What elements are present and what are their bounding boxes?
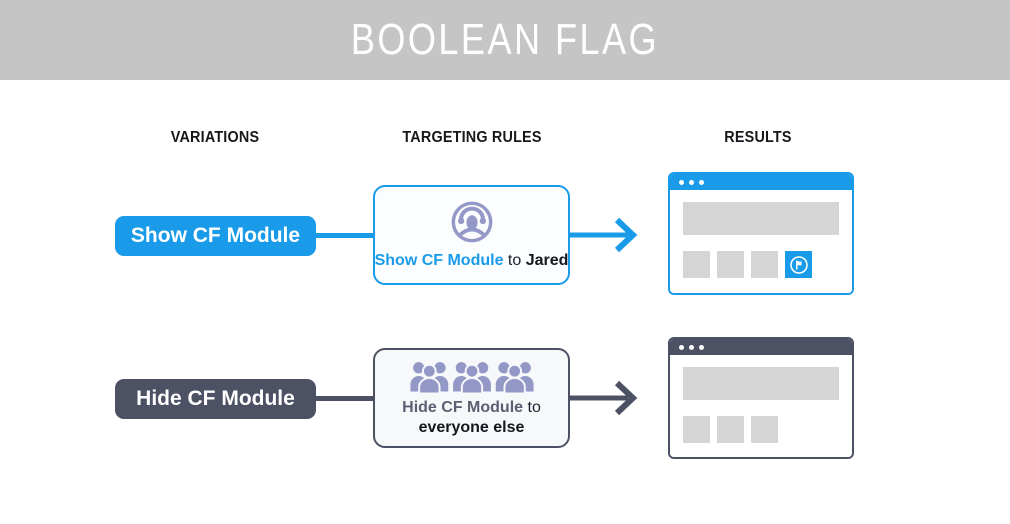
content-tile-placeholder	[717, 416, 744, 443]
result-browser-window-hide	[668, 337, 854, 459]
variation-pill-hide-cf-module: Hide CF Module	[115, 379, 316, 419]
content-tile-placeholder	[683, 251, 710, 278]
arrow-right-icon	[570, 380, 638, 416]
user-headset-circle-icon	[449, 199, 495, 245]
targeting-rule-card-hide: Hide CF Module to everyone else	[373, 348, 570, 448]
rule-flag-name: Hide CF Module	[402, 398, 524, 416]
connector-line	[312, 233, 374, 238]
content-tile-placeholder	[751, 251, 778, 278]
window-titlebar	[670, 339, 852, 355]
window-dot-icon	[699, 344, 704, 350]
cf-module-tile	[785, 251, 812, 278]
window-body	[670, 355, 852, 457]
window-dot-icon	[679, 179, 684, 185]
content-tile-placeholder	[683, 416, 710, 443]
rule-text: Show CF Module to Jared	[375, 251, 569, 271]
column-header-variations: VARIATIONS	[170, 129, 260, 146]
rule-flag-name: Show CF Module	[374, 252, 504, 269]
window-dot-icon	[699, 179, 704, 185]
header-banner: BOOLEAN FLAG	[0, 0, 1010, 80]
content-tile-placeholder	[717, 251, 744, 278]
window-titlebar	[670, 174, 852, 190]
variation-pill-label: Hide CF Module	[136, 387, 295, 410]
targeting-rule-card-show: Show CF Module to Jared	[373, 185, 570, 285]
window-dot-icon	[689, 179, 694, 185]
content-tile-placeholder	[751, 416, 778, 443]
content-banner-placeholder	[683, 367, 839, 400]
window-body	[670, 190, 852, 293]
variation-pill-label: Show CF Module	[130, 224, 301, 247]
arrow-right-icon	[570, 217, 638, 253]
column-header-targeting-rules: TARGETING RULES	[402, 129, 542, 146]
content-tile-row	[683, 416, 778, 443]
page-title: BOOLEAN FLAG	[350, 15, 660, 64]
connector-line	[312, 396, 374, 401]
window-dot-icon	[689, 344, 694, 350]
variation-pill-show-cf-module: Show CF Module	[115, 216, 316, 256]
content-tile-row	[683, 251, 812, 278]
result-browser-window-show	[668, 172, 854, 295]
crowd-icon	[408, 359, 535, 395]
flag-circle-icon	[789, 255, 808, 274]
column-header-results: RESULTS	[724, 129, 792, 146]
window-dot-icon	[679, 344, 684, 350]
rule-audience: Jared	[525, 252, 569, 269]
rule-audience: everyone else	[418, 418, 525, 436]
content-banner-placeholder	[683, 202, 839, 235]
rule-text: Hide CF Module to everyone else	[402, 398, 541, 438]
rule-connector-word: to	[507, 252, 526, 269]
rule-connector-word: to	[527, 398, 541, 416]
